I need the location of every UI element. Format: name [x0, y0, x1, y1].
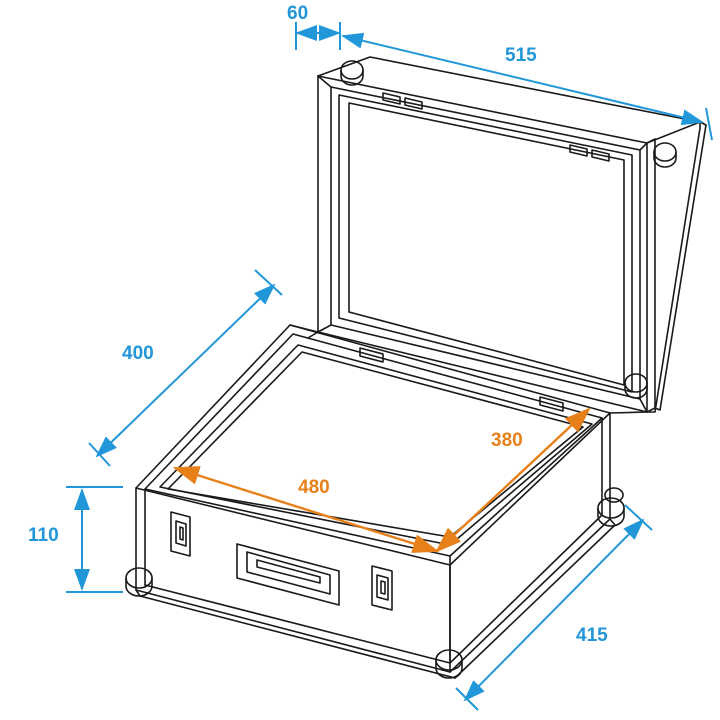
- dimension-line-outer-depth: [88, 269, 283, 467]
- base-corner-protectors: [125, 487, 625, 679]
- dimension-line-inner-width: [172, 466, 440, 553]
- dimension-label-outer-width: 515: [505, 45, 537, 66]
- dimension-label-inner-depth: 380: [491, 430, 523, 451]
- dimension-line-outer-side: [455, 504, 653, 711]
- dimension-line-body-height: [66, 486, 123, 593]
- case-lid: [307, 56, 707, 413]
- dimension-line-outer-width: [339, 22, 713, 141]
- case-handle: [236, 543, 340, 606]
- dimension-label-outer-depth: 400: [122, 343, 154, 364]
- dimension-label-lid-depth: 60: [287, 3, 309, 24]
- dimension-line-inner-depth: [435, 407, 591, 553]
- dimension-label-outer-side: 415: [576, 625, 608, 646]
- dimension-label-inner-width: 480: [298, 477, 330, 498]
- case-base: [135, 324, 648, 679]
- dimension-line-lid-depth: [295, 22, 341, 50]
- dimension-label-body-height: 110: [28, 525, 59, 546]
